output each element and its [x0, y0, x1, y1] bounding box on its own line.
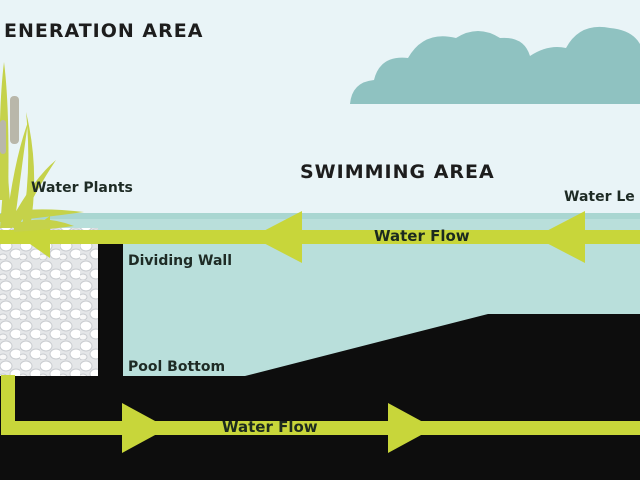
flow-arrow-top-1 — [252, 211, 302, 263]
flow-arrow-top-2 — [535, 211, 585, 263]
dividing-wall-label: Dividing Wall — [128, 253, 233, 269]
water-flow-top-label: Water Flow — [374, 227, 470, 245]
water-flow-band — [0, 230, 640, 244]
pool-bottom-label: Pool Bottom — [128, 359, 226, 375]
water-flow-bottom-label: Water Flow — [222, 418, 318, 436]
cattail-head-2 — [0, 120, 6, 154]
sky — [0, 0, 640, 215]
cattail-head-1 — [10, 96, 19, 144]
swimming-area-title: SWIMMING AREA — [300, 161, 495, 183]
flow-arrow-bottom-2 — [388, 403, 434, 453]
water-plants — [0, 62, 84, 232]
water-plants-label: Water Plants — [31, 180, 133, 196]
cloud — [350, 26, 640, 104]
dividing-wall-shape — [98, 243, 123, 383]
pool-bottom-shape — [0, 314, 640, 480]
regeneration-area-title: ENERATION AREA — [4, 20, 204, 42]
flow-arrow-bottom-1 — [122, 403, 168, 453]
water-level-label: Water Le — [564, 189, 635, 205]
water-surface — [0, 213, 640, 219]
